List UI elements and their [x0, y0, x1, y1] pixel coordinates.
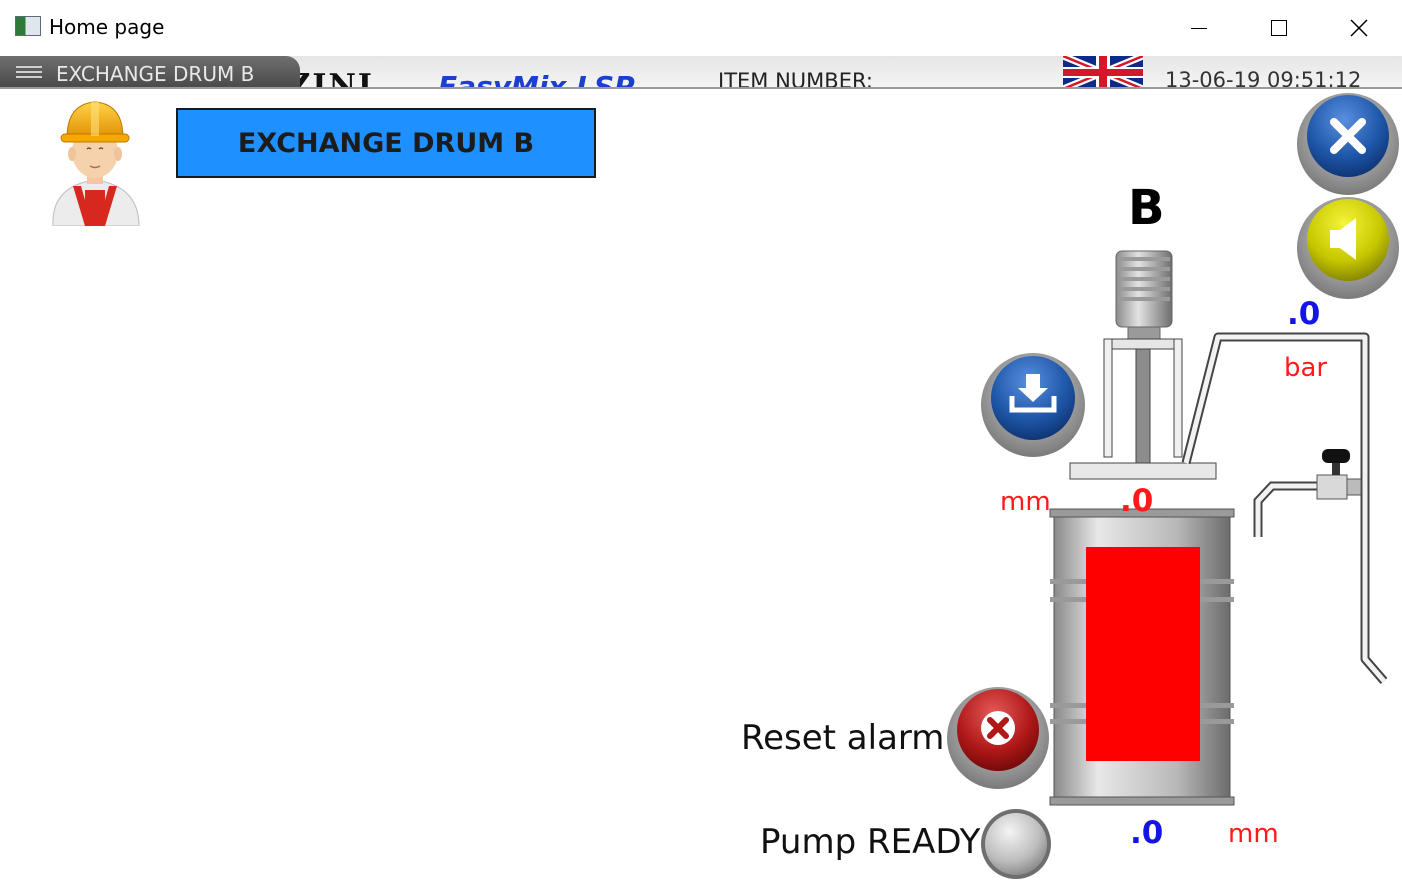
- sound-button[interactable]: [1296, 196, 1400, 304]
- maximize-button[interactable]: [1259, 10, 1299, 46]
- pressure-unit: bar: [1284, 353, 1328, 383]
- minimize-button[interactable]: [1179, 10, 1219, 46]
- level-bottom-value: .0: [1130, 815, 1164, 851]
- reset-x-icon: [981, 711, 1015, 745]
- app-icon: [15, 16, 41, 36]
- window-close-button[interactable]: [1339, 10, 1379, 46]
- level-top-value: .0: [1120, 483, 1154, 519]
- pump-drum-schematic: [1040, 245, 1400, 814]
- close-x-icon: [1330, 118, 1366, 154]
- drum-level-fill: [1086, 547, 1200, 761]
- speaker-icon: [1330, 218, 1356, 260]
- maximize-icon: [1271, 20, 1287, 36]
- page-title-button[interactable]: EXCHANGE DRUM B: [176, 108, 596, 178]
- minimize-icon: [1191, 27, 1207, 29]
- download-tray-icon: [1009, 374, 1057, 413]
- close-screen-button[interactable]: [1296, 92, 1400, 200]
- drum-label: B: [1128, 180, 1165, 236]
- hmi-header: LUZZINI EasyMix LSP EXCHANGE DRUM B ITEM…: [0, 56, 1402, 89]
- window-titlebar: [0, 0, 1402, 56]
- status-lamp-icon: [981, 809, 1051, 879]
- valve-icon: [1253, 449, 1362, 537]
- reset-alarm-button[interactable]: [946, 686, 1050, 794]
- operator-avatar-icon[interactable]: [45, 94, 145, 230]
- product-logo: EasyMix LSP: [438, 70, 635, 89]
- pump-frame: [1069, 338, 1217, 480]
- window-title: Home page: [49, 15, 165, 39]
- hamburger-menu-icon[interactable]: [16, 66, 42, 80]
- uk-flag-icon[interactable]: [1063, 56, 1143, 87]
- pressure-value: .0: [1287, 296, 1321, 332]
- level-top-unit: mm: [1000, 487, 1051, 517]
- menu-tab-label: EXCHANGE DRUM B: [56, 62, 255, 86]
- menu-tab[interactable]: EXCHANGE DRUM B: [0, 56, 300, 87]
- close-icon: [1350, 19, 1368, 37]
- datetime-display: 13-06-19 09:51:12: [1165, 68, 1362, 89]
- level-bottom-unit: mm: [1228, 819, 1279, 849]
- pump-ready-lamp: [980, 808, 1052, 884]
- outlet-hose: [1181, 332, 1388, 684]
- drum-icon: [1049, 508, 1235, 806]
- download-button[interactable]: [980, 352, 1086, 462]
- motor-icon: [1115, 250, 1173, 342]
- pump-ready-label: Pump READY: [760, 822, 981, 862]
- item-number-label: ITEM NUMBER:: [718, 69, 873, 89]
- reset-alarm-label: Reset alarm: [741, 718, 945, 758]
